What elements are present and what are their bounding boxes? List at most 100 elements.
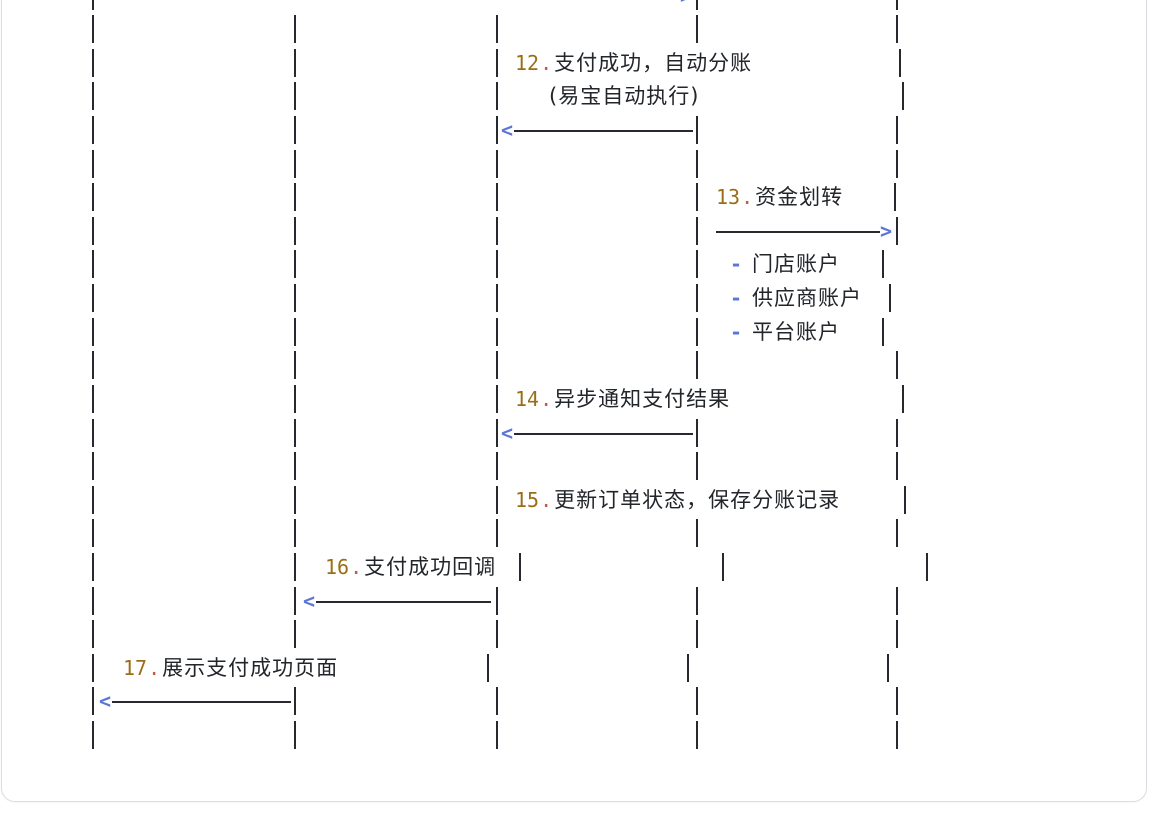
diagram-row: > — [0, 0, 1149, 13]
step-number: 14 — [515, 387, 540, 411]
lifeline-segment — [696, 0, 698, 10]
bullet-item: -平台账户 — [730, 315, 840, 349]
arrowhead-icon: < — [303, 589, 316, 613]
lifeline-segment — [294, 351, 296, 379]
lifeline-segment — [696, 116, 698, 144]
lifeline-segment — [896, 419, 898, 447]
step-label: 更新订单状态，保存分账记录 — [554, 488, 841, 512]
lifeline-segment — [294, 620, 296, 648]
lifeline-segment — [294, 519, 296, 547]
lifeline-segment — [696, 620, 698, 648]
lifeline-segment — [696, 587, 698, 615]
lifeline-segment — [92, 318, 94, 346]
lifeline-segment — [496, 82, 498, 110]
message-arrow-line — [716, 231, 880, 233]
lifeline-segment — [294, 687, 296, 715]
lifeline-segment — [92, 620, 94, 648]
diagram-row: < — [0, 113, 1149, 147]
lifeline-segment — [496, 49, 498, 77]
step-number: 15 — [515, 488, 540, 512]
lifeline-segment — [92, 0, 94, 10]
lifeline-segment — [496, 217, 498, 245]
lifeline-segment — [294, 553, 296, 581]
lifeline-segment — [294, 419, 296, 447]
lifeline-segment — [696, 721, 698, 749]
step-text: 14.异步通知支付结果 — [515, 382, 730, 416]
arrowhead-icon: > — [680, 0, 692, 13]
lifeline-segment — [904, 486, 906, 514]
lifeline-segment — [294, 150, 296, 178]
lifeline-segment — [92, 385, 94, 413]
message-arrow-line — [514, 130, 693, 132]
arrowhead-icon: > — [880, 219, 893, 243]
lifeline-segment — [496, 116, 498, 144]
lifeline-segment — [496, 150, 498, 178]
lifeline-segment — [294, 318, 296, 346]
diagram-row: -平台账户 — [0, 315, 1149, 349]
lifeline-segment — [294, 82, 296, 110]
lifeline-segment — [92, 452, 94, 480]
lifeline-segment — [519, 553, 521, 581]
lifeline-segment — [882, 318, 884, 346]
lifeline-segment — [896, 452, 898, 480]
lifeline-segment — [294, 116, 296, 144]
lifeline-segment — [496, 452, 498, 480]
bullet-item: -供应商账户 — [730, 281, 862, 315]
lifeline-segment — [92, 721, 94, 749]
lifeline-segment — [92, 587, 94, 615]
lifeline-segment — [687, 654, 689, 682]
lifeline-segment — [902, 82, 904, 110]
lifeline-segment — [294, 183, 296, 211]
lifeline-segment — [294, 284, 296, 312]
lifeline-segment — [896, 0, 898, 10]
lifeline-segment — [696, 284, 698, 312]
lifeline-segment — [696, 250, 698, 278]
diagram-row — [0, 348, 1149, 382]
lifeline-segment — [294, 49, 296, 77]
lifeline-segment — [496, 250, 498, 278]
step-note: (易宝自动执行) — [549, 79, 699, 113]
lifeline-segment — [294, 217, 296, 245]
step-text: 15.更新订单状态，保存分账记录 — [515, 483, 840, 517]
step-dot: . — [540, 488, 553, 512]
diagram-row: 16.支付成功回调 — [0, 550, 1149, 584]
bullet-dash-icon: - — [730, 286, 743, 310]
step-label: 异步通知支付结果 — [554, 387, 731, 411]
lifeline-segment — [92, 183, 94, 211]
lifeline-segment — [294, 15, 296, 43]
lifeline-segment — [92, 519, 94, 547]
lifeline-segment — [92, 553, 94, 581]
bullet-item: -门店账户 — [730, 247, 840, 281]
lifeline-segment — [496, 620, 498, 648]
step-dot: . — [350, 555, 363, 579]
lifeline-segment — [92, 217, 94, 245]
lifeline-segment — [92, 284, 94, 312]
diagram-row: -供应商账户 — [0, 281, 1149, 315]
lifeline-segment — [896, 351, 898, 379]
diagram-row: > — [0, 214, 1149, 248]
lifeline-segment — [696, 150, 698, 178]
lifeline-segment — [496, 486, 498, 514]
diagram-row — [0, 617, 1149, 651]
lifeline-segment — [92, 486, 94, 514]
lifeline-segment — [496, 687, 498, 715]
lifeline-segment — [294, 250, 296, 278]
diagram-row: (易宝自动执行) — [0, 79, 1149, 113]
lifeline-segment — [889, 284, 891, 312]
lifeline-segment — [894, 183, 896, 211]
lifeline-segment — [902, 385, 904, 413]
step-number: 17 — [123, 656, 148, 680]
diagram-row: 15.更新订单状态，保存分账记录 — [0, 483, 1149, 517]
bullet-dash-icon: - — [730, 320, 743, 344]
lifeline-segment — [294, 385, 296, 413]
lifeline-segment — [294, 721, 296, 749]
lifeline-segment — [496, 351, 498, 379]
step-label: 支付成功，自动分账 — [554, 51, 753, 75]
diagram-row — [0, 516, 1149, 550]
lifeline-segment — [896, 587, 898, 615]
lifeline-segment — [896, 217, 898, 245]
step-number: 12 — [515, 51, 540, 75]
message-arrow-line — [316, 601, 491, 603]
